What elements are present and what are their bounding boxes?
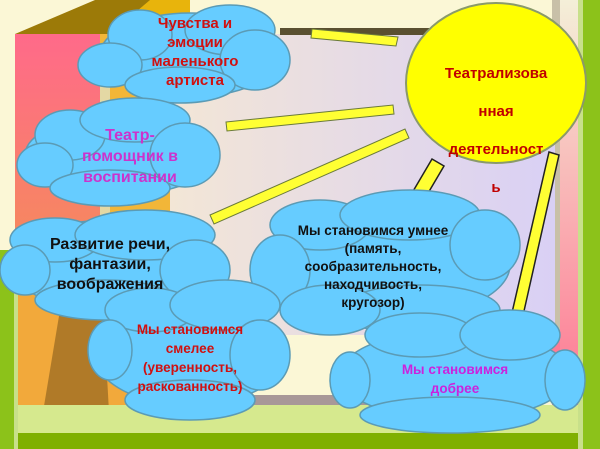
text-line: смелее (165, 341, 215, 356)
cloud-kinder-label: Мы становимся добрее (380, 360, 530, 398)
text-line: Мы становимся (401, 362, 509, 377)
text-line: (уверенность, (143, 360, 237, 375)
cloud-feelings-label: Чувства и эмоции маленького артиста (110, 14, 280, 90)
text-line: артиста (166, 72, 224, 89)
text-line: воспитании (83, 169, 177, 186)
cloud-theatre-helper-label: Театр- помощник в воспитании (45, 125, 215, 188)
text-line: находчивость, (324, 277, 422, 292)
cloud-feelings (77, 4, 291, 104)
cloud-kinder (329, 309, 586, 434)
text-line: кругозор) (341, 295, 405, 310)
text-line: раскованность) (137, 379, 243, 394)
center-line-2: нная (478, 103, 514, 120)
ray-2 (225, 104, 395, 132)
cloud-smarter-label: Мы становимся умнее (память, сообразител… (278, 222, 468, 312)
center-line-3: деятельност (448, 141, 544, 158)
text-line: Мы становимся (136, 322, 244, 337)
center-line-4: ь (491, 179, 501, 196)
ray-1 (310, 28, 399, 47)
center-sun-label: Театрализова нная деятельност ь (410, 45, 582, 216)
text-line: воображения (56, 276, 164, 293)
text-line: сообразительность, (304, 259, 442, 274)
cloud-braver (87, 279, 291, 421)
text-line: эмоции (167, 34, 223, 51)
cloud-theatre-helper (16, 97, 221, 207)
text-line: Развитие речи, (49, 236, 171, 253)
ray-3 (209, 128, 410, 225)
text-line: фантазии, (69, 256, 151, 273)
cloud-speech-label: Развитие речи, фантазии, воображения (25, 235, 195, 295)
text-line: Мы становимся умнее (297, 223, 449, 238)
cloud-braver-label: Мы становимся смелее (уверенность, раско… (115, 320, 265, 396)
text-line: Театр- (105, 127, 155, 144)
center-sun (405, 2, 587, 164)
text-line: Чувства и (157, 15, 233, 32)
cloud-speech (0, 209, 231, 321)
center-line-1: Театрализова (444, 65, 548, 82)
text-line: (память, (344, 241, 402, 256)
text-line: добрее (430, 381, 480, 396)
text-line: маленького (151, 53, 239, 70)
text-line: помощник в (82, 148, 178, 165)
